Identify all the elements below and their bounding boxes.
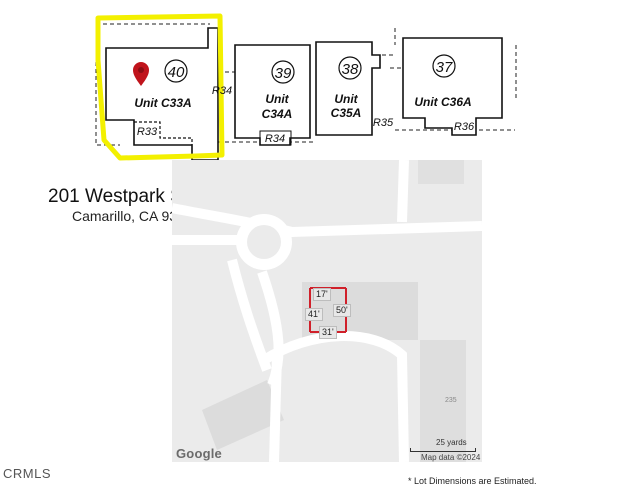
unit-number-39: 39: [275, 65, 292, 82]
unit-label-c35a-line1: Unit: [334, 92, 358, 106]
map-attribution[interactable]: Map data ©2024: [421, 453, 481, 462]
dimension-label-31ft: 31': [319, 326, 337, 339]
map-scale-bar: [410, 448, 476, 452]
address-line-2: Camarillo, CA 93012: [72, 208, 201, 224]
unit-number-38: 38: [342, 61, 359, 78]
location-marker-icon: [133, 62, 149, 86]
map-roads: 235: [172, 160, 482, 462]
unit-label-c34a-line1: Unit: [265, 92, 289, 106]
r-label-r35: R35: [373, 117, 394, 129]
dimension-label-50ft: 50': [333, 304, 351, 317]
r-label-r36: R36: [454, 121, 475, 133]
map-scale-label: 25 yards: [436, 438, 467, 447]
side-label-r34: R34: [212, 85, 232, 97]
highlight-outline: [95, 13, 225, 161]
unit-c36a: 37 Unit C36A R36: [402, 37, 503, 136]
unit-c33a: 40 Unit C33A R33: [95, 13, 225, 161]
unit-c35a: 38 Unit C35A R35: [315, 41, 394, 136]
site-plan-diagram: 40 Unit C33A R33 R34 39 Unit C34A R34 38…: [95, 13, 517, 161]
lot-dimensions-footnote: * Lot Dimensions are Estimated.: [408, 476, 537, 486]
dimension-label-17ft: 17': [313, 288, 331, 301]
r-label-r34: R34: [265, 133, 285, 145]
google-logo: Google: [176, 446, 222, 461]
unit-c34a: 39 Unit C34A R34: [234, 44, 311, 146]
street-number-label: 235: [445, 397, 457, 404]
aerial-map[interactable]: 235 17' 50' 41' 31': [172, 160, 482, 462]
unit-label-c36a: Unit C36A: [414, 95, 471, 109]
r-label-r33: R33: [137, 126, 158, 138]
unit-label-c34a-line2: C34A: [262, 107, 293, 121]
unit-label-c33a: Unit C33A: [134, 96, 191, 110]
crmls-watermark: CRMLS: [3, 466, 52, 481]
unit-number-37: 37: [436, 59, 453, 76]
unit-number-40: 40: [168, 64, 185, 81]
unit-label-c35a-line2: C35A: [331, 106, 362, 120]
dimension-label-41ft: 41': [305, 308, 323, 321]
